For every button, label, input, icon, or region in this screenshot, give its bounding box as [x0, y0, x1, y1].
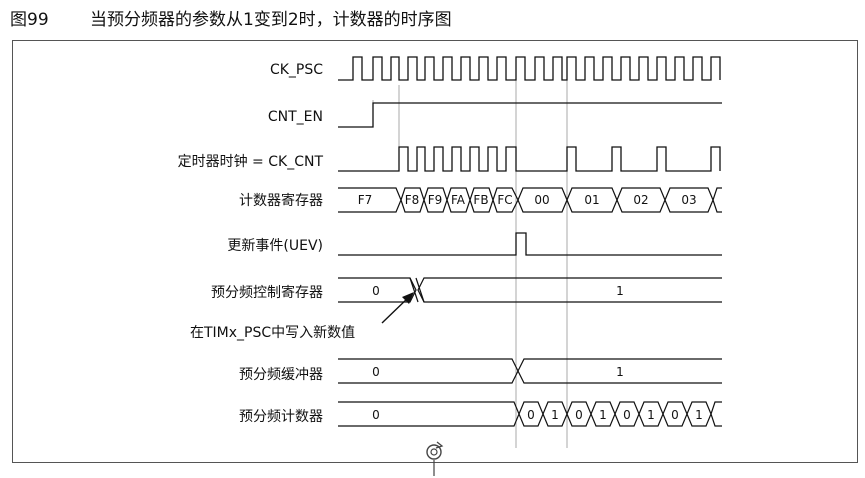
psc-ctrl-value: 0: [372, 284, 380, 298]
guide-lines: [372, 60, 568, 448]
label-counter: 计数器寄存器: [239, 193, 323, 209]
figure-header: 图99 当预分频器的参数从1变到2时，计数器的时序图: [10, 4, 452, 30]
counter-value: FA: [451, 193, 466, 207]
label-psc-ctrl: 预分频控制寄存器: [211, 285, 323, 301]
psc-counter-bus: 0 0 1 0 1 0 1 0 1: [338, 401, 722, 427]
wave-ck-cnt: [338, 146, 721, 172]
counter-register-bus: F7 F8 F9 FA FB FC 00 01 02 03: [338, 187, 722, 213]
counter-value: F9: [428, 193, 443, 207]
psc-counter-value: 0: [671, 408, 679, 422]
counter-value: FC: [497, 193, 512, 207]
counter-value: 01: [584, 193, 599, 207]
label-ck-cnt: 定时器时钟 = CK_CNT: [177, 154, 323, 170]
diagram-frame: [12, 40, 858, 463]
wave-uev: [338, 232, 722, 256]
wave-cnt-en: [338, 102, 722, 128]
annotation-write-psc: 在TIMx_PSC中写入新数值: [190, 325, 356, 341]
psc-buffer-value: 1: [616, 365, 624, 379]
psc-counter-value: 1: [551, 408, 559, 422]
psc-buffer-value: 0: [372, 365, 380, 379]
counter-value: 02: [633, 193, 648, 207]
figure-number: 图99: [10, 9, 49, 30]
label-ck-psc: CK_PSC: [269, 62, 323, 78]
wave-ck-psc: [338, 56, 721, 81]
counter-value: 03: [681, 193, 696, 207]
label-psc-cnt: 预分频计数器: [239, 409, 323, 425]
counter-value: F7: [358, 193, 373, 207]
psc-counter-value: 1: [647, 408, 655, 422]
annotation-arrow: [381, 292, 414, 324]
refresh-icon[interactable]: [426, 441, 444, 476]
psc-counter-value: 0: [575, 408, 583, 422]
counter-value: FB: [473, 193, 488, 207]
label-psc-buf: 预分频缓冲器: [239, 367, 323, 383]
psc-counter-value: 1: [695, 408, 703, 422]
psc-ctrl-bus: 0 1: [338, 277, 722, 303]
psc-counter-value: 0: [623, 408, 631, 422]
psc-counter-value: 0: [527, 408, 535, 422]
figure-title: 当预分频器的参数从1变到2时，计数器的时序图: [90, 9, 452, 30]
counter-value: 00: [534, 193, 549, 207]
label-cnt-en: CNT_EN: [267, 109, 323, 125]
psc-counter-value: 0: [372, 408, 380, 422]
label-uev: 更新事件(UEV): [227, 238, 323, 254]
psc-ctrl-value: 1: [616, 284, 624, 298]
counter-value: F8: [405, 193, 420, 207]
psc-buffer-bus: 0 1: [338, 358, 722, 384]
psc-counter-value: 1: [599, 408, 607, 422]
